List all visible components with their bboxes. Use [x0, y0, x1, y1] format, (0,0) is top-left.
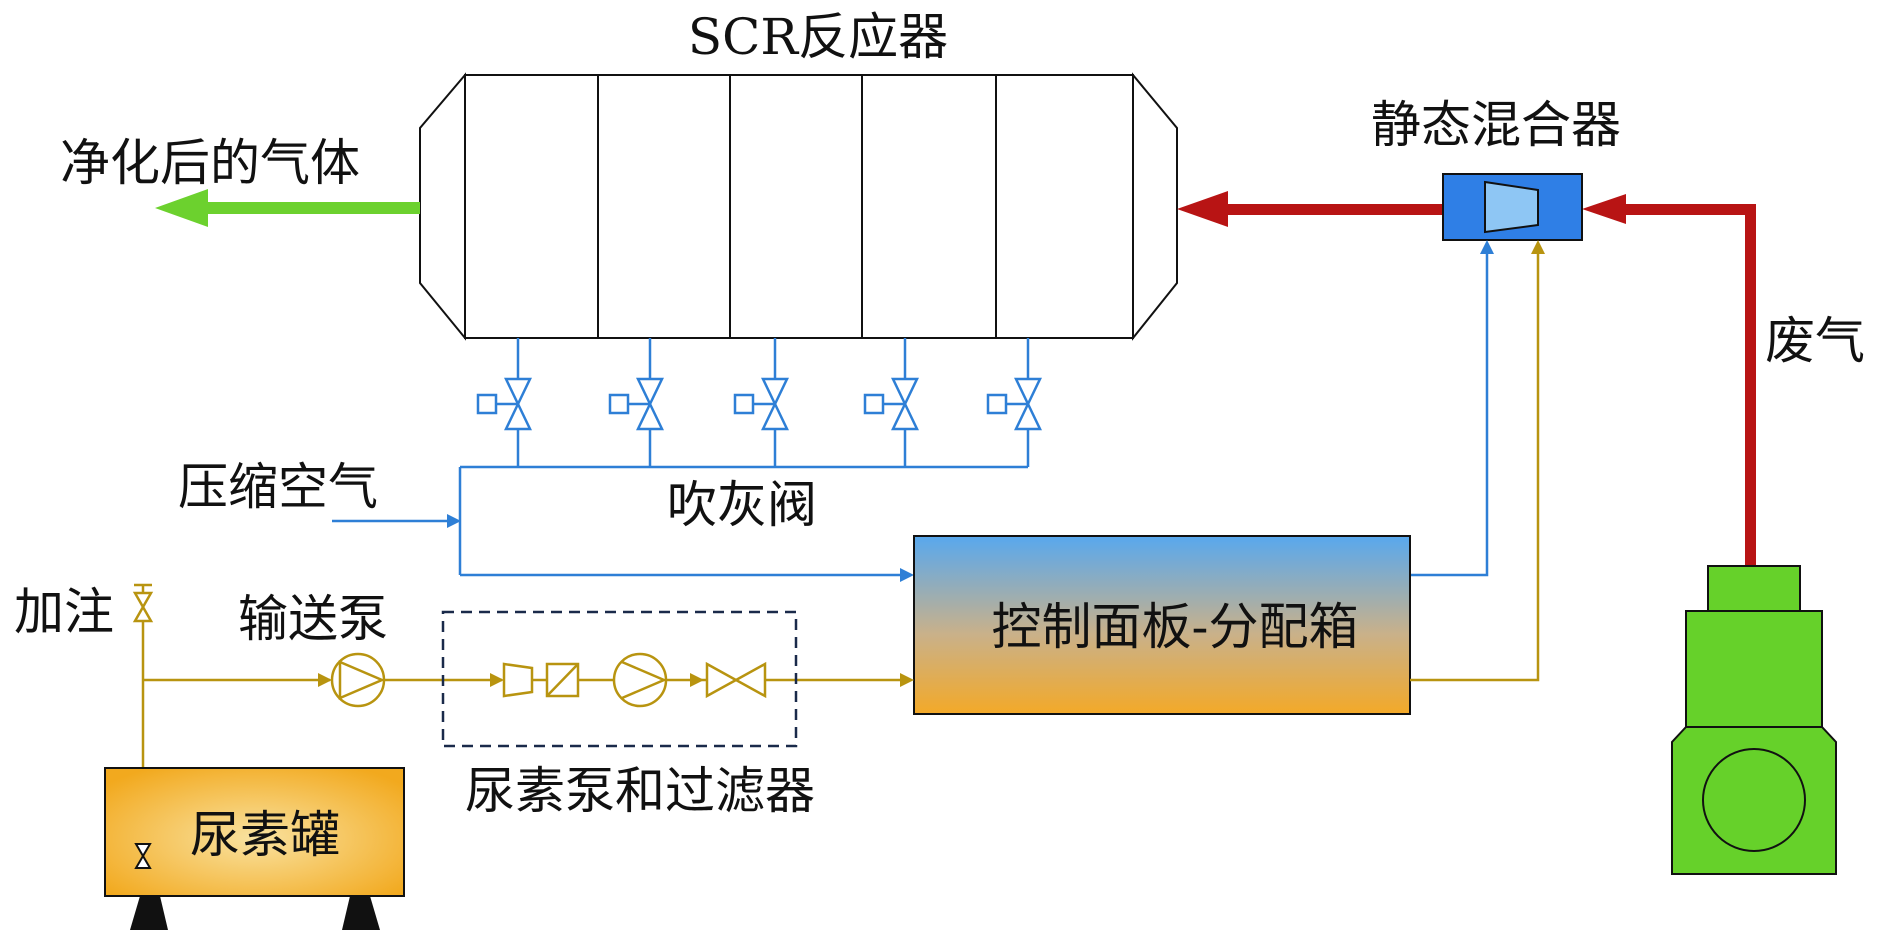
fill-label: 加注 — [14, 583, 114, 641]
transfer-pump-arrow — [338, 660, 386, 700]
soot-blow-valves — [460, 338, 1042, 469]
tank-leg-left — [130, 896, 168, 930]
engine-flywheel — [1702, 748, 1806, 852]
static-mixer-label: 静态混合器 — [1371, 96, 1621, 154]
compressed-air-label: 压缩空气 — [178, 458, 378, 516]
tank-drain-valve — [134, 843, 152, 869]
purified-gas-label: 净化后的气体 — [60, 134, 360, 192]
fill-valve — [132, 583, 154, 623]
nozzle-icon — [502, 662, 534, 698]
exhaust-gas-label: 废气 — [1765, 312, 1865, 370]
purified-gas-arrow — [155, 189, 420, 227]
urea-pump-filter-components — [502, 652, 767, 708]
reactor-left-cap — [419, 72, 466, 341]
engine — [1671, 565, 1837, 875]
urea-tank-box — [104, 767, 405, 897]
control-panel-box — [913, 535, 1411, 715]
soot-blow-valve — [986, 338, 1042, 467]
urea-pump-filter-label: 尿素泵和过滤器 — [465, 762, 815, 820]
reactor-right-cap — [1132, 72, 1178, 341]
urea-tank-label: 尿素罐 — [190, 806, 340, 864]
soot-blow-valve — [863, 338, 919, 467]
control-panel-label: 控制面板-分配箱 — [992, 598, 1359, 656]
soot-blow-valve-label: 吹灰阀 — [667, 476, 817, 534]
check-valve-icon — [705, 661, 739, 699]
urea-arrowheads — [318, 240, 1545, 687]
air-arrowheads — [447, 240, 1494, 582]
reactor-body — [464, 74, 1134, 339]
soot-blow-valve — [608, 338, 664, 467]
tank-leg-right — [342, 896, 380, 930]
soot-blow-valve — [476, 338, 532, 467]
urea-pump-icon — [612, 652, 668, 708]
transfer-pump-label: 输送泵 — [238, 590, 388, 648]
static-mixer — [1442, 173, 1583, 241]
urea-pump-filter-box — [441, 610, 798, 748]
scr-reactor — [419, 72, 1178, 341]
exhaust-line — [1177, 191, 1756, 569]
soot-blow-valve — [733, 338, 789, 467]
compressed-air-line — [332, 245, 1489, 577]
scr-reactor-label: SCR反应器 — [688, 8, 948, 66]
